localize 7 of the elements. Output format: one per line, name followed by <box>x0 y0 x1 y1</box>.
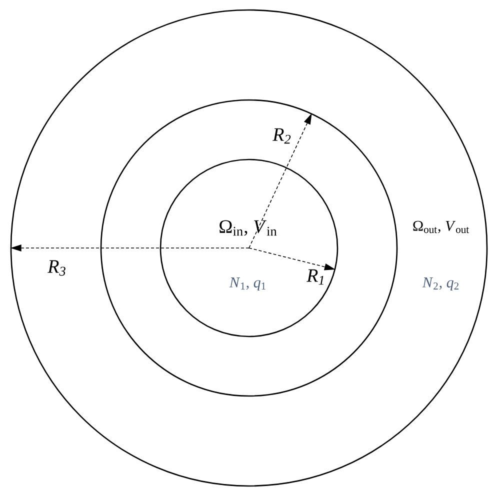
dashed-arrow <box>248 113 312 248</box>
circle-region <box>100 99 398 397</box>
dashed-arrow <box>10 244 250 252</box>
edge-label: R$_{2}$ <box>272 128 291 144</box>
dashed-arrow <box>248 248 336 270</box>
edge-label: R$_{1}$ <box>306 269 324 285</box>
edge-label: R$_{3}$ <box>48 260 66 276</box>
